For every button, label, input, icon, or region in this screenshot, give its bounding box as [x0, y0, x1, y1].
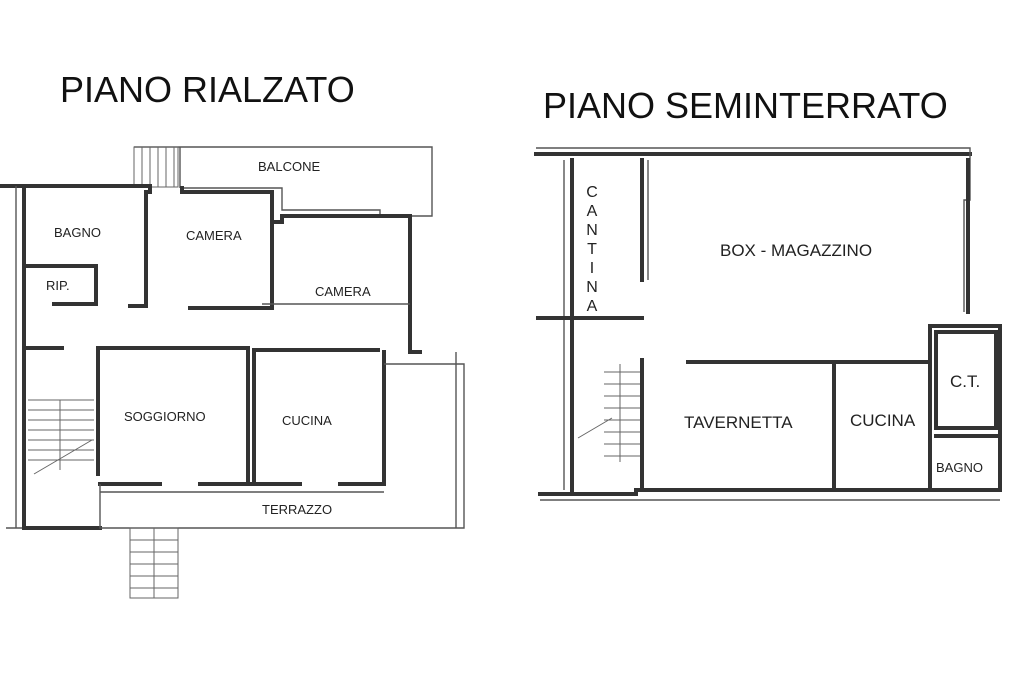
- basement-outer-walls: [534, 147, 1002, 501]
- basement-inner-walls: [536, 158, 998, 492]
- room-label-terrazzo: TERRAZZO: [262, 502, 332, 517]
- room-label-ct: C.T.: [950, 372, 980, 391]
- room-label-cucina: CUCINA: [850, 411, 916, 430]
- ground-stairs: [28, 399, 179, 599]
- balcony: [133, 146, 433, 217]
- basement-floor-plan: PIANO SEMINTERRATO CAN: [534, 85, 1002, 501]
- ground-outer-walls: [0, 184, 465, 530]
- ground-floor-plan: PIANO RIALZATO: [0, 69, 465, 599]
- room-label-cantina: CANTINA: [584, 184, 601, 317]
- room-label-box-magazzino: BOX - MAGAZZINO: [720, 241, 872, 260]
- room-label-balcone: BALCONE: [258, 159, 320, 174]
- ground-floor-title: PIANO RIALZATO: [60, 69, 355, 110]
- room-label-rip: RIP.: [46, 278, 70, 293]
- svg-text:CANTINA: CANTINA: [584, 184, 601, 317]
- basement-stairs: [577, 364, 640, 462]
- basement-floor-title: PIANO SEMINTERRATO: [543, 85, 948, 126]
- ground-inner-walls: [26, 190, 410, 482]
- room-label-bagno: BAGNO: [54, 225, 101, 240]
- room-label-cucina: CUCINA: [282, 413, 332, 428]
- room-label-soggiorno: SOGGIORNO: [124, 409, 206, 424]
- room-label-camera: CAMERA: [315, 284, 371, 299]
- room-label-bagno: BAGNO: [936, 460, 983, 475]
- room-label-camera: CAMERA: [186, 228, 242, 243]
- room-label-tavernetta: TAVERNETTA: [684, 413, 793, 432]
